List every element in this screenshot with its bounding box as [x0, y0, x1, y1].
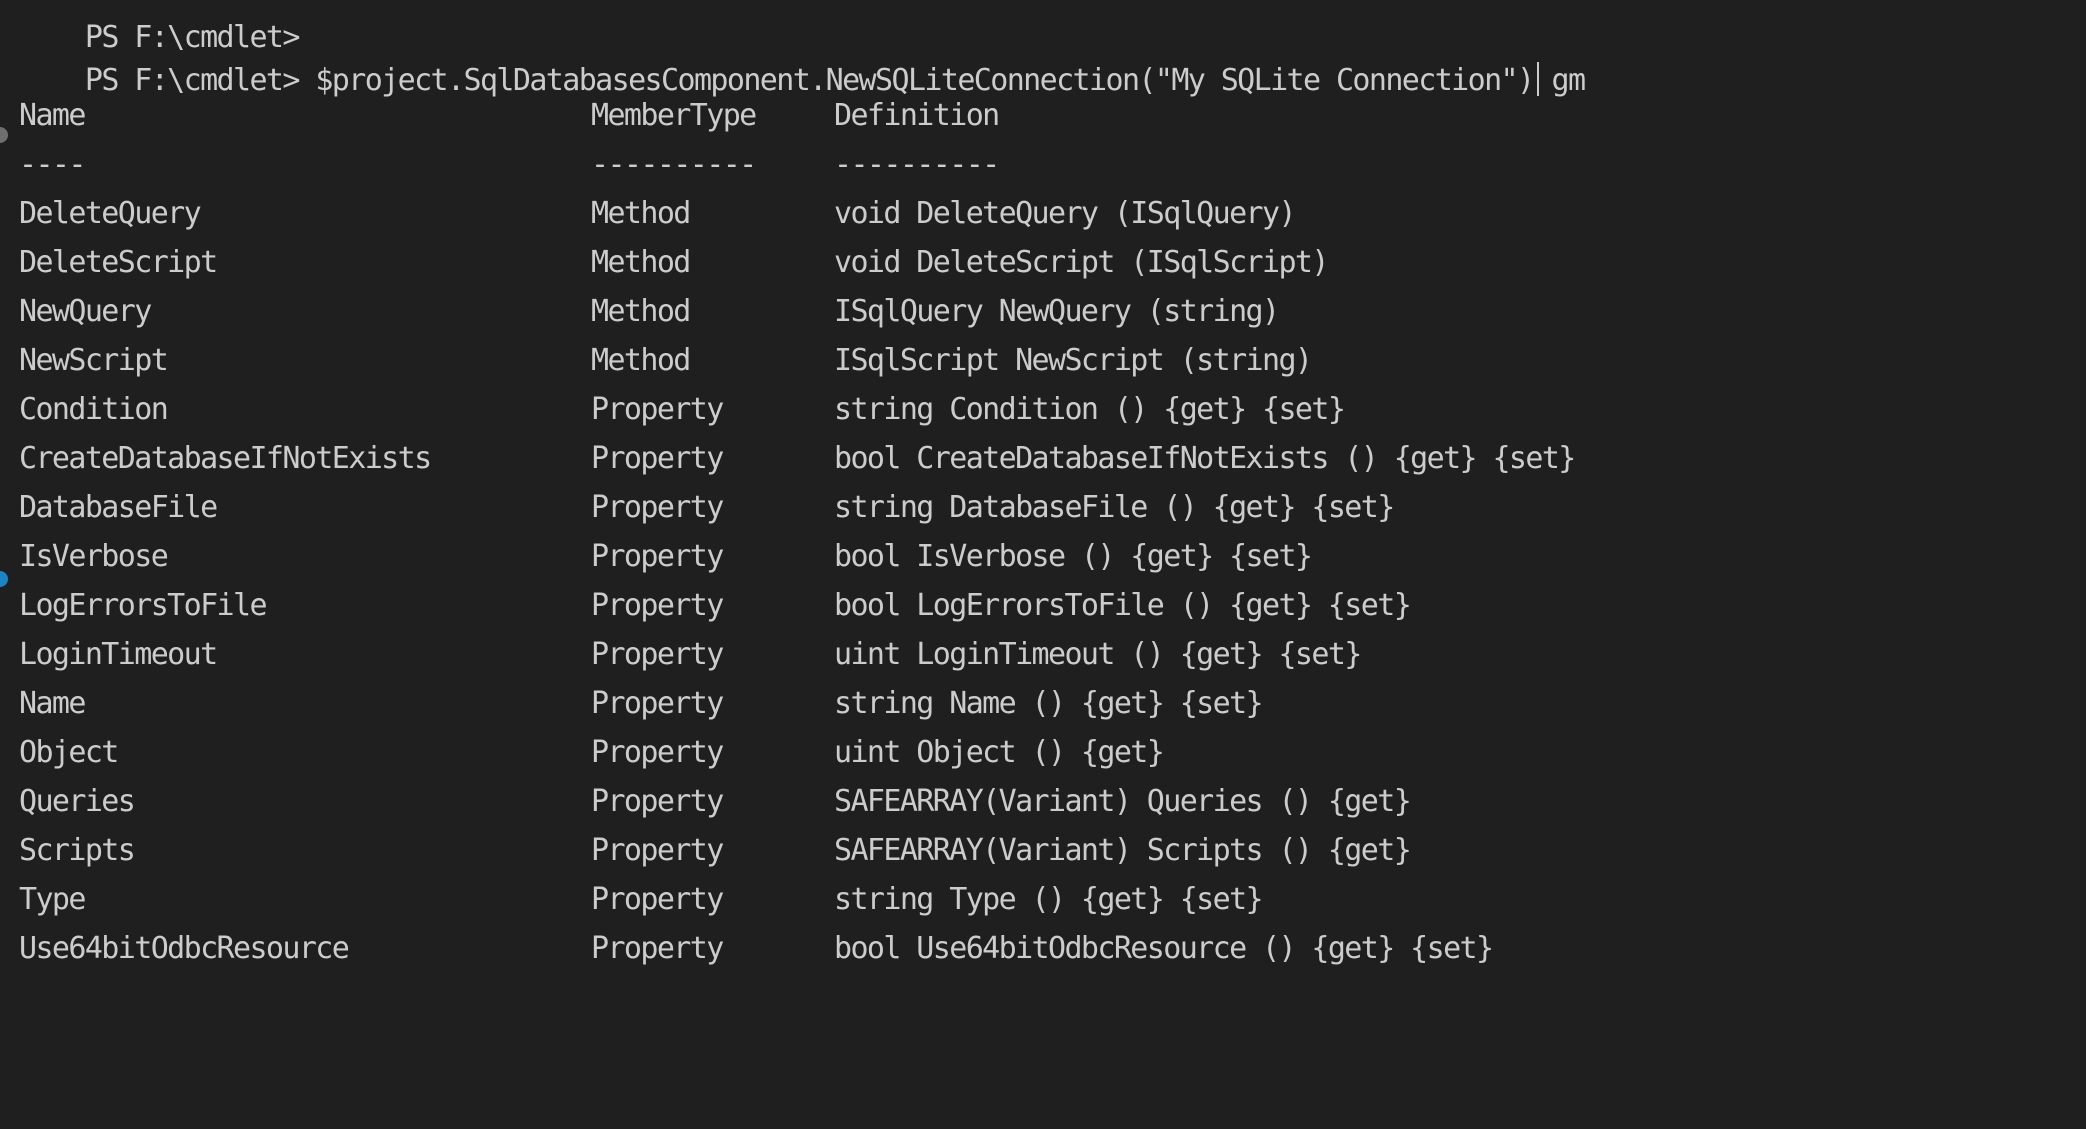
member-definition: string Condition () {get} {set}	[834, 392, 1346, 427]
member-name: NewQuery	[19, 294, 152, 329]
member-definition: ISqlQuery NewQuery (string)	[834, 294, 1280, 329]
member-name: DeleteScript	[19, 245, 218, 280]
prompt: PS F:\cmdlet>	[84, 63, 301, 98]
member-definition: uint LoginTimeout () {get} {set}	[834, 637, 1362, 672]
previous-prompt-line: PS F:\cmdlet>	[19, 0, 301, 55]
table-header-row: Name MemberType Definition	[19, 96, 1000, 136]
member-name: DeleteQuery	[19, 196, 202, 231]
table-row: Name Property string Name () {get} {set}	[19, 684, 1264, 724]
table-row: NewQuery Method ISqlQuery NewQuery (stri…	[19, 292, 1280, 332]
table-row: LoginTimeout Property uint LoginTimeout …	[19, 635, 1362, 675]
member-type: Property	[591, 784, 724, 819]
terminal-panel[interactable]: PS F:\cmdlet> PS F:\cmdlet> $project.Sql…	[0, 0, 2086, 1011]
table-row: Queries Property SAFEARRAY(Variant) Quer…	[19, 782, 1412, 822]
separator-definition: ----------	[834, 147, 1000, 182]
member-definition: SAFEARRAY(Variant) Queries () {get}	[834, 784, 1412, 819]
pipe-command: gm	[1551, 63, 1586, 98]
member-name: Scripts	[19, 833, 136, 868]
table-row: Condition Property string Condition () {…	[19, 390, 1346, 430]
header-membertype: MemberType	[591, 98, 757, 133]
separator-membertype: ----------	[591, 147, 757, 182]
member-name: Object	[19, 735, 119, 770]
table-row: IsVerbose Property bool IsVerbose () {ge…	[19, 537, 1313, 577]
member-type: Method	[591, 343, 691, 378]
member-type: Property	[591, 735, 724, 770]
text-cursor	[1537, 62, 1540, 96]
table-row: DeleteQuery Method void DeleteQuery (ISq…	[19, 194, 1297, 234]
command-text: $project.SqlDatabasesComponent.NewSQLite…	[315, 63, 1535, 98]
member-type: Property	[591, 588, 724, 623]
member-definition: uint Object () {get}	[834, 735, 1165, 770]
table-row: Use64bitOdbcResource Property bool Use64…	[19, 929, 1494, 969]
header-definition: Definition	[834, 98, 1000, 133]
member-name: Condition	[19, 392, 169, 427]
command-line[interactable]: PS F:\cmdlet> $project.SqlDatabasesCompo…	[19, 21, 1586, 98]
member-type: Method	[591, 196, 691, 231]
member-definition: void DeleteScript (ISqlScript)	[834, 245, 1329, 280]
separator-name: ----	[19, 147, 86, 182]
table-row: DeleteScript Method void DeleteScript (I…	[19, 243, 1329, 283]
member-definition: string DatabaseFile () {get} {set}	[834, 490, 1395, 525]
member-definition: string Type () {get} {set}	[834, 882, 1264, 917]
member-name: Queries	[19, 784, 136, 819]
member-name: DatabaseFile	[19, 490, 218, 525]
table-row: Scripts Property SAFEARRAY(Variant) Scri…	[19, 831, 1412, 871]
member-name: LoginTimeout	[19, 637, 218, 672]
table-row: CreateDatabaseIfNotExists Property bool …	[19, 439, 1576, 479]
member-type: Property	[591, 882, 724, 917]
member-definition: ISqlScript NewScript (string)	[834, 343, 1313, 378]
header-name: Name	[19, 98, 86, 133]
member-type: Property	[591, 490, 724, 525]
member-definition: void DeleteQuery (ISqlQuery)	[834, 196, 1297, 231]
member-type: Method	[591, 245, 691, 280]
table-row: NewScript Method ISqlScript NewScript (s…	[19, 341, 1313, 381]
member-definition: bool IsVerbose () {get} {set}	[834, 539, 1313, 574]
table-row: LogErrorsToFile Property bool LogErrorsT…	[19, 586, 1412, 626]
command-decoration-icon[interactable]	[0, 127, 8, 143]
member-name: NewScript	[19, 343, 169, 378]
member-type: Property	[591, 441, 724, 476]
table-separator-row: ---- ---------- ----------	[19, 145, 1000, 185]
table-row: Object Property uint Object () {get}	[19, 733, 1165, 773]
member-name: Name	[19, 686, 86, 721]
table-row: Type Property string Type () {get} {set}	[19, 880, 1264, 920]
member-name: Use64bitOdbcResource	[19, 931, 350, 966]
member-type: Property	[591, 686, 724, 721]
member-type: Property	[591, 931, 724, 966]
member-definition: bool LogErrorsToFile () {get} {set}	[834, 588, 1412, 623]
member-definition: string Name () {get} {set}	[834, 686, 1264, 721]
table-row: DatabaseFile Property string DatabaseFil…	[19, 488, 1395, 528]
member-type: Property	[591, 392, 724, 427]
member-definition: bool Use64bitOdbcResource () {get} {set}	[834, 931, 1494, 966]
member-name: Type	[19, 882, 86, 917]
member-type: Property	[591, 637, 724, 672]
command-success-decoration-icon[interactable]	[0, 571, 8, 587]
member-name: CreateDatabaseIfNotExists	[19, 441, 432, 476]
member-type: Property	[591, 539, 724, 574]
member-type: Method	[591, 294, 691, 329]
previous-prompt: PS F:\cmdlet>	[84, 20, 301, 55]
member-name: LogErrorsToFile	[19, 588, 268, 623]
member-name: IsVerbose	[19, 539, 169, 574]
member-definition: SAFEARRAY(Variant) Scripts () {get}	[834, 833, 1412, 868]
member-type: Property	[591, 833, 724, 868]
member-definition: bool CreateDatabaseIfNotExists () {get} …	[834, 441, 1576, 476]
